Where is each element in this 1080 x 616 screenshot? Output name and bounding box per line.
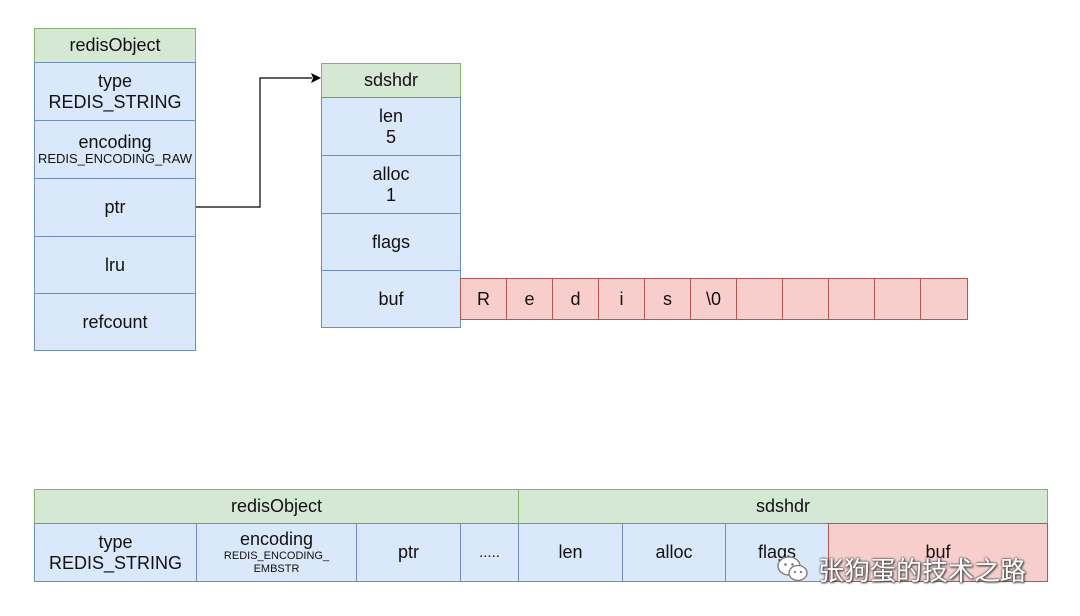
buf-cell — [782, 278, 829, 320]
buf-cell-char: \0 — [705, 288, 721, 309]
redis-object-header: redisObject — [34, 28, 196, 63]
sdshdr-len-field: len 5 — [321, 97, 461, 156]
buf-cell: \0 — [690, 278, 737, 320]
embstr-encoding-value-line1: REDIS_ENCODING_ — [223, 549, 330, 562]
buf-cell: d — [552, 278, 599, 320]
buf-cell-char: i — [619, 288, 624, 309]
sdshdr-header: sdshdr — [321, 63, 461, 98]
flags-label: flags — [371, 231, 411, 252]
embstr-alloc-field: alloc — [622, 523, 726, 582]
sdshdr-header-label: sdshdr — [363, 70, 419, 91]
encoding-label: encoding — [78, 131, 152, 152]
alloc-label: alloc — [372, 163, 410, 184]
buf-cell: R — [460, 278, 507, 320]
embstr-alloc-label: alloc — [655, 542, 693, 563]
embstr-redis-object-header: redisObject — [34, 489, 519, 524]
embstr-type-label: type — [98, 531, 133, 552]
buf-cell — [874, 278, 921, 320]
buf-cell — [920, 278, 968, 320]
len-value: 5 — [385, 126, 396, 147]
buf-cell: s — [644, 278, 691, 320]
refcount-label: refcount — [82, 311, 148, 332]
redis-object-ptr-field: ptr — [34, 178, 196, 237]
len-label: len — [378, 105, 404, 126]
embstr-encoding-field: encoding REDIS_ENCODING_ EMBSTR — [196, 523, 357, 582]
sdshdr-flags-field: flags — [321, 213, 461, 271]
buf-cell-char: d — [570, 288, 581, 309]
buf-cell — [736, 278, 783, 320]
redis-object-lru-field: lru — [34, 236, 196, 294]
buf-cell: i — [598, 278, 645, 320]
embstr-ellipsis-label: ..... — [479, 543, 500, 561]
type-label: type — [97, 70, 133, 91]
buf-cell-char: e — [524, 288, 535, 309]
redis-object-refcount-field: refcount — [34, 293, 196, 351]
buf-cell: e — [506, 278, 553, 320]
embstr-ptr-label: ptr — [397, 542, 419, 563]
buf-cell-char: R — [477, 288, 490, 309]
buf-label: buf — [378, 288, 404, 309]
ptr-label: ptr — [104, 197, 126, 218]
encoding-value: REDIS_ENCODING_RAW — [37, 151, 193, 167]
embstr-len-label: len — [558, 542, 583, 563]
sdshdr-alloc-field: alloc 1 — [321, 155, 461, 214]
alloc-value: 1 — [385, 184, 396, 205]
redis-object-type-field: type REDIS_STRING — [34, 62, 196, 121]
wechat-icon — [777, 556, 808, 582]
embstr-encoding-label: encoding — [239, 528, 314, 549]
watermark-text: 张狗蛋的技术之路 — [818, 555, 1027, 586]
watermark: 张狗蛋的技术之路 — [776, 549, 1066, 589]
embstr-type-field: type REDIS_STRING — [34, 523, 197, 582]
embstr-len-field: len — [518, 523, 623, 582]
sdshdr-buf-field: buf — [321, 270, 461, 328]
type-value: REDIS_STRING — [48, 91, 182, 112]
embstr-type-value: REDIS_STRING — [48, 552, 183, 573]
embstr-buf-field: buf — [828, 523, 1048, 582]
embstr-ellipsis-field: ..... — [460, 523, 519, 582]
embstr-ptr-field: ptr — [356, 523, 461, 582]
embstr-redis-object-header-label: redisObject — [230, 496, 323, 517]
embstr-encoding-value-line2: EMBSTR — [253, 562, 300, 575]
embstr-buf-label: buf — [925, 542, 951, 563]
buf-cell — [828, 278, 875, 320]
embstr-sdshdr-header: sdshdr — [518, 489, 1048, 524]
embstr-sdshdr-header-label: sdshdr — [755, 496, 811, 517]
redis-object-header-label: redisObject — [69, 35, 161, 56]
buf-cell-char: s — [663, 288, 672, 309]
lru-label: lru — [104, 254, 125, 275]
